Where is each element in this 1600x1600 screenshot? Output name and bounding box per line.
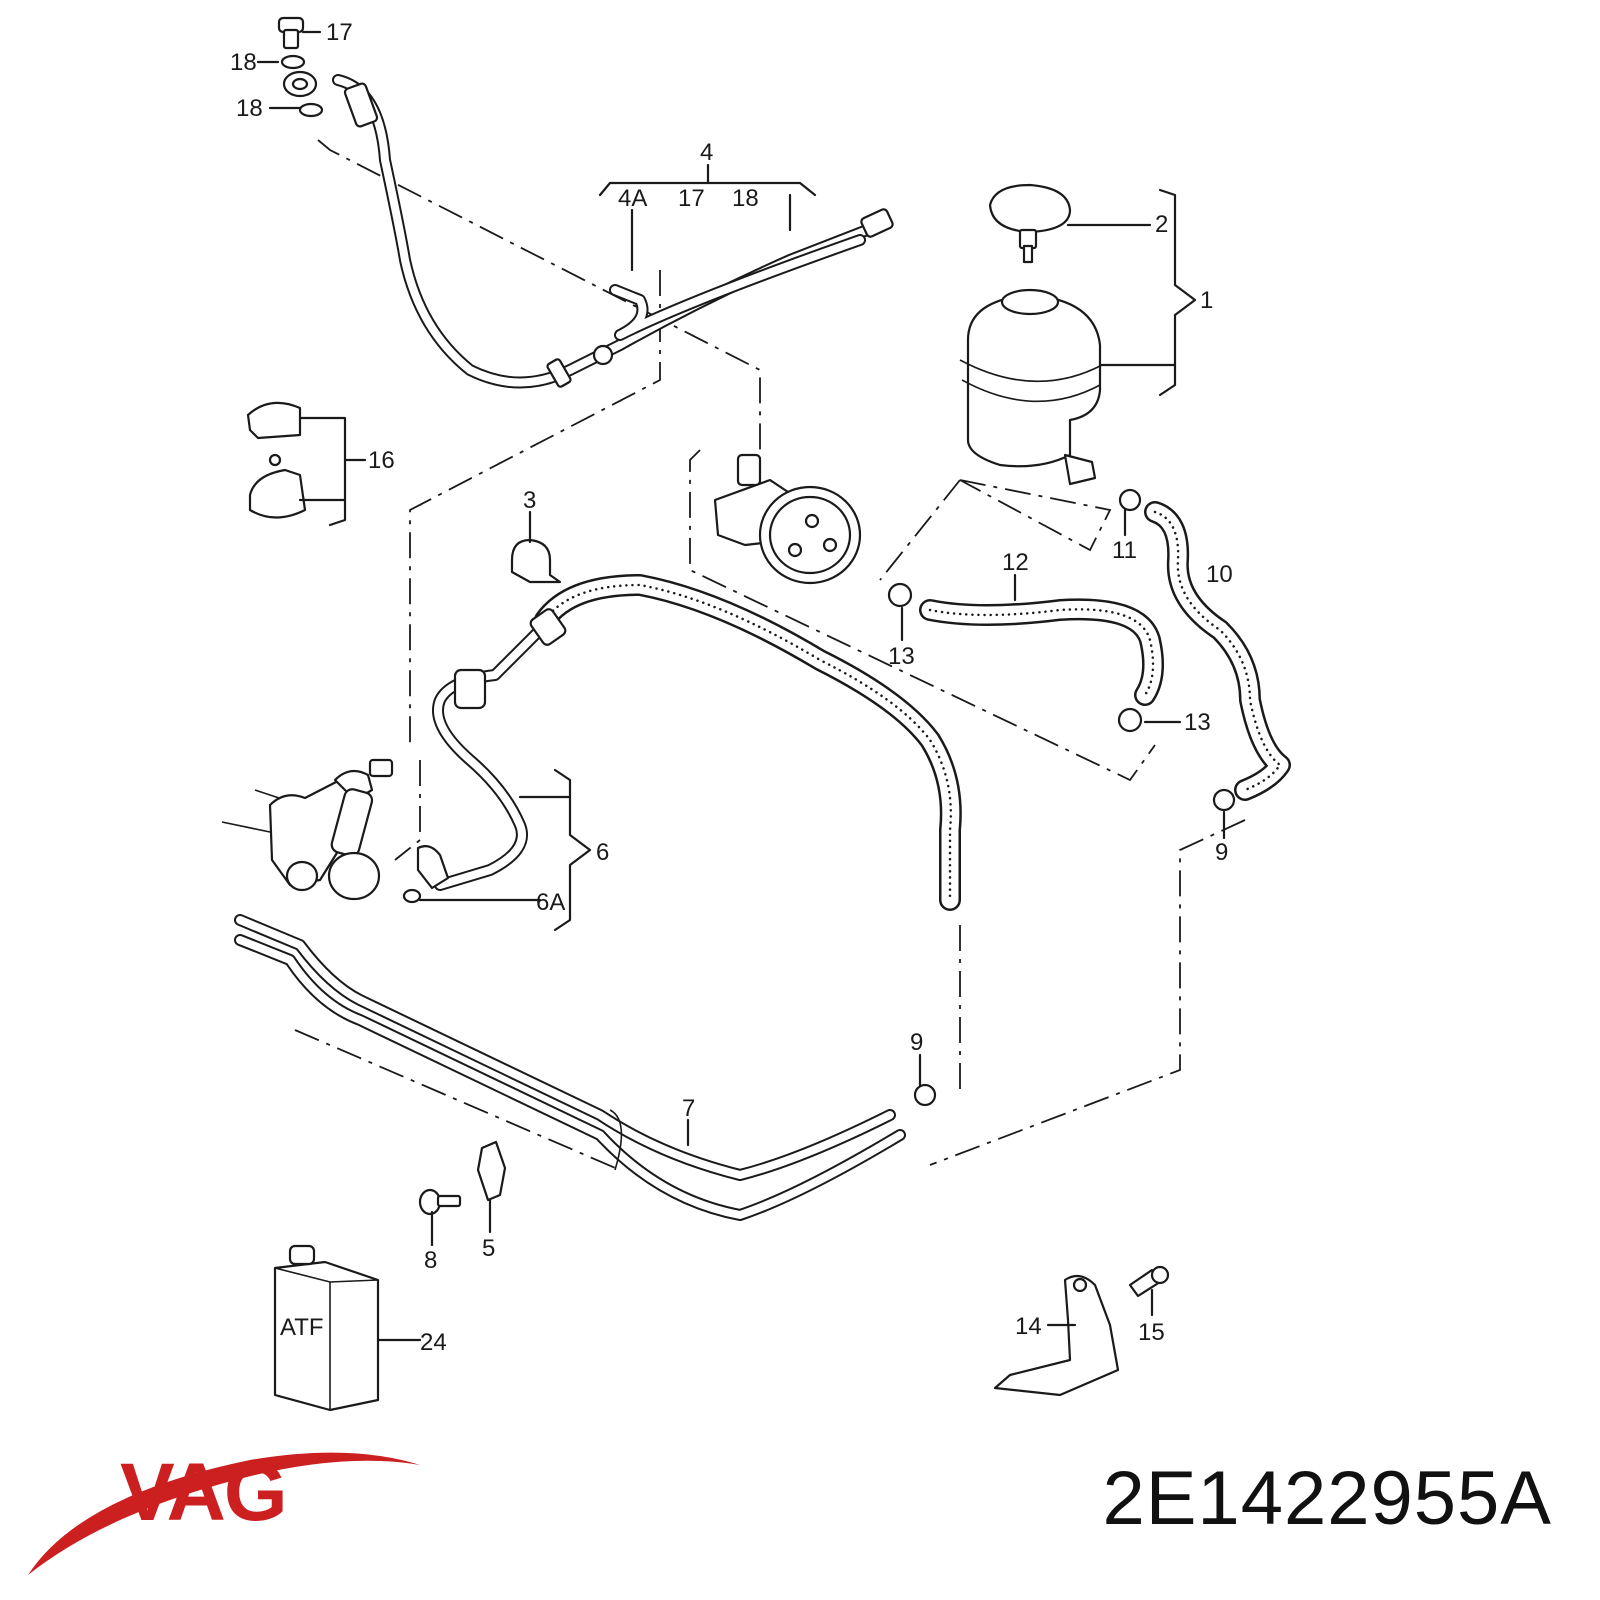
callout-4-17: 17 <box>678 185 705 212</box>
assembly-leader-lines <box>294 139 1246 1171</box>
hose-clamp-13-upper[interactable] <box>887 582 913 608</box>
callout-9-lower: 9 <box>910 1029 923 1056</box>
vag-logo: VAG <box>28 1447 420 1575</box>
callout-1: 1 <box>1200 287 1213 314</box>
callout-4-18: 18 <box>732 185 759 212</box>
logo-text: VAG <box>120 1447 286 1538</box>
power-steering-pump[interactable] <box>713 453 862 585</box>
hose-clamp-11[interactable] <box>1118 488 1142 512</box>
callout-13-lower: 13 <box>1184 709 1211 736</box>
callout-18-upper: 18 <box>230 49 257 76</box>
seal-washer-18-upper[interactable] <box>280 54 306 70</box>
callout-15: 15 <box>1138 1319 1165 1346</box>
seal-washer-6a[interactable] <box>402 888 422 904</box>
hose-clamp-9-lower[interactable] <box>913 1083 937 1107</box>
atf-fluid-bottle-24[interactable]: ATF <box>273 1244 380 1412</box>
banjo-bolt-17[interactable] <box>277 16 305 50</box>
callout-2: 2 <box>1155 211 1168 238</box>
logo-swoosh <box>28 1452 420 1575</box>
union-fitting-6[interactable] <box>416 845 450 890</box>
retainer-clip-5[interactable] <box>476 1140 507 1202</box>
callout-5: 5 <box>482 1235 495 1262</box>
mounting-bracket-14[interactable] <box>993 1274 1120 1397</box>
bracket-clip-16[interactable] <box>246 401 307 519</box>
hose-12[interactable] <box>919 598 1165 706</box>
callout-6a: 6A <box>536 889 565 916</box>
return-hose[interactable] <box>534 574 962 911</box>
callout-12: 12 <box>1002 549 1029 576</box>
callout-14: 14 <box>1015 1313 1042 1340</box>
callout-8: 8 <box>424 1247 437 1274</box>
callout-10: 10 <box>1206 561 1233 588</box>
bolt-8[interactable] <box>418 1188 462 1216</box>
hose-clamp-13-lower[interactable] <box>1117 707 1143 733</box>
callout-24: 24 <box>420 1329 447 1356</box>
callout-9-right: 9 <box>1215 839 1228 866</box>
cooler-pipe-7[interactable] <box>234 914 906 1221</box>
callout-4: 4 <box>700 139 713 166</box>
bolt-15[interactable] <box>1128 1265 1170 1298</box>
hose-10[interactable] <box>1144 501 1291 801</box>
callout-6: 6 <box>596 839 609 866</box>
pressure-hose-4[interactable] <box>332 74 894 389</box>
callout-17-bolt: 17 <box>326 19 353 46</box>
atf-label: ATF <box>280 1314 324 1341</box>
reservoir-cap-2[interactable] <box>988 183 1072 264</box>
hose-clip-3[interactable] <box>510 538 562 584</box>
callout-18-lower: 18 <box>236 95 263 122</box>
part-number: 2E1422955A <box>1102 1456 1552 1541</box>
hose-clamp-9-right[interactable] <box>1212 788 1236 812</box>
callout-4a: 4A <box>618 185 647 212</box>
seal-washer-18-lower[interactable] <box>298 102 324 118</box>
callout-11: 11 <box>1112 537 1137 564</box>
callout-16: 16 <box>368 447 395 474</box>
steering-gear[interactable] <box>221 758 394 901</box>
callout-3: 3 <box>523 487 536 514</box>
callout-7: 7 <box>682 1095 695 1122</box>
callout-13-upper: 13 <box>888 643 915 670</box>
callout-leaders <box>256 30 1226 1342</box>
banjo-fitting[interactable] <box>282 70 318 98</box>
expansion-hose-6[interactable] <box>432 607 567 891</box>
reservoir-1[interactable] <box>959 288 1103 486</box>
callout-labels: 17 18 18 4 4A 17 18 2 1 16 3 11 12 10 13… <box>230 19 1233 1356</box>
